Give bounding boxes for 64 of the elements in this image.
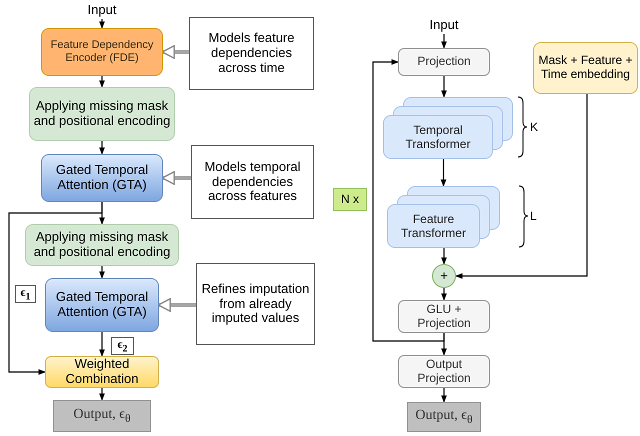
embedding-box [533,42,638,94]
process-box [398,300,490,333]
layer-stack [387,186,500,248]
node-text: Output Projection [416,358,472,386]
node-text: Applying missing mask and positional encoding [32,230,172,260]
node-text: Refines imputation from already imputed values [200,282,310,326]
arrow [162,171,191,185]
node-text: GLU + Projection [416,302,472,330]
node-text: Feature Transformer [400,212,467,240]
attention-box [45,278,159,332]
output-box [53,400,151,432]
arrow [455,94,588,279]
encoder-box [41,28,163,76]
arrow [99,76,105,88]
node-text: Input [88,2,116,18]
layer-stack [383,97,513,159]
symbol-box [15,285,36,303]
attention-box [41,154,163,202]
node-text: Projection [417,55,471,69]
node-text: ϵ$_{2}$ [117,338,128,354]
node-text: ϵ$_{1}$ [20,286,31,302]
arrow [372,59,445,342]
node-text: Applying missing mask and positional encoding [32,99,172,129]
node-text: N x [341,192,359,206]
arrow [441,76,447,98]
process-box [25,224,179,266]
node-text: Feature Dependency Encoder (FDE) [50,39,154,65]
arrow [99,19,105,29]
node-text: Models feature dependencies across time [208,31,296,76]
repeat-box [333,188,367,211]
node-text: Weighted Combination [64,357,140,387]
process-box [398,48,490,76]
repeat-count: K [530,120,538,134]
arrow [441,388,447,403]
sum-circle [432,264,456,288]
arrow [99,141,105,155]
arrow [8,202,103,375]
process-box [398,355,490,388]
arrow [440,159,446,187]
arrow [158,298,196,312]
node-text: Temporal Transformer [404,122,472,152]
note-box [196,263,315,345]
node-text: Output, ϵ$_{θ}$ [73,406,131,426]
process-box [29,87,175,141]
arrow [99,388,105,401]
node-text: Output, ϵ$_{θ}$ [415,408,473,426]
arrow [99,332,105,357]
arrow [162,45,189,59]
node-text: Input [430,18,458,32]
arrow [441,288,447,301]
note-box [191,145,314,219]
arrow [441,248,447,265]
output-box [407,402,481,432]
node-text: Gated Temporal Attention (GTA) [54,290,150,320]
node-text: Mask + Feature + Time embedding [537,54,634,82]
note-box [189,17,314,90]
node-text: Models temporal dependencies across features [203,160,302,204]
combination-box [45,356,159,388]
repeat-count: L [530,209,537,223]
node-text: Gated Temporal Attention (GTA) [54,163,150,193]
arrow [441,34,447,49]
symbol-box [111,337,134,355]
arrow [99,266,105,279]
node-text: + [440,268,448,284]
